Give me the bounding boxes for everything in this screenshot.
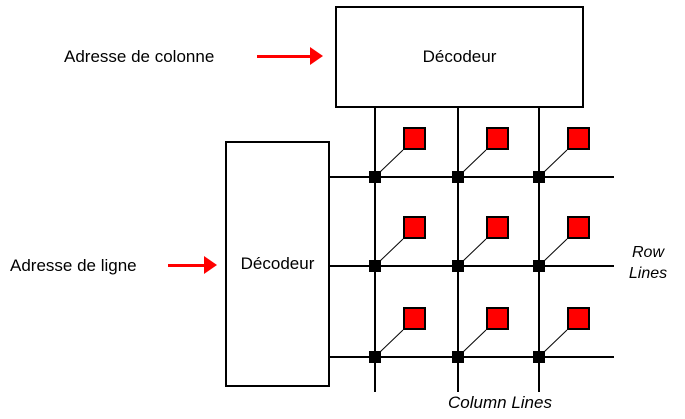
row-line-2 — [330, 265, 614, 267]
cell-connector-line — [378, 149, 404, 174]
row-line-3 — [330, 356, 614, 358]
arrow-shaft — [168, 264, 204, 267]
junction-node — [369, 171, 381, 183]
cell-connector-line — [542, 149, 568, 174]
cell-connector-line — [378, 329, 404, 354]
right-arrow-icon — [168, 256, 217, 274]
junction-node — [452, 260, 464, 272]
column-line-2 — [457, 108, 459, 392]
arrow-shaft — [257, 55, 310, 58]
junction-node — [533, 351, 545, 363]
memory-cell — [486, 307, 509, 330]
row-line-1 — [330, 176, 614, 178]
memory-cell — [486, 127, 509, 150]
column-decoder-label: Décodeur — [422, 47, 497, 66]
junction-node — [369, 260, 381, 272]
junction-node — [369, 351, 381, 363]
right-arrow-icon — [257, 47, 323, 65]
memory-cell — [567, 216, 590, 239]
column-decoder-box: Décodeur — [335, 6, 584, 108]
memory-cell — [403, 216, 426, 239]
cell-connector-line — [378, 238, 404, 263]
cell-connector-line — [461, 149, 487, 174]
memory-cell — [403, 307, 426, 330]
memory-cell — [486, 216, 509, 239]
column-line-3 — [538, 108, 540, 392]
column-address-label: Adresse de colonne — [64, 47, 215, 66]
cell-connector-line — [542, 329, 568, 354]
junction-node — [533, 260, 545, 272]
arrow-head — [204, 256, 217, 274]
row-lines-label: Row Lines — [628, 244, 668, 282]
cell-connector-line — [461, 238, 487, 263]
row-address-label: Adresse de ligne — [10, 256, 137, 275]
memory-cell — [567, 307, 590, 330]
cell-connector-line — [542, 238, 568, 263]
column-lines-label: Column Lines — [448, 393, 552, 412]
row-decoder-label: Décodeur — [240, 254, 315, 273]
arrow-head — [310, 47, 323, 65]
row-decoder-box: Décodeur — [225, 141, 330, 387]
cell-connector-line — [461, 329, 487, 354]
column-line-1 — [374, 108, 376, 392]
junction-node — [452, 171, 464, 183]
memory-cell — [567, 127, 590, 150]
junction-node — [452, 351, 464, 363]
junction-node — [533, 171, 545, 183]
memory-cell — [403, 127, 426, 150]
